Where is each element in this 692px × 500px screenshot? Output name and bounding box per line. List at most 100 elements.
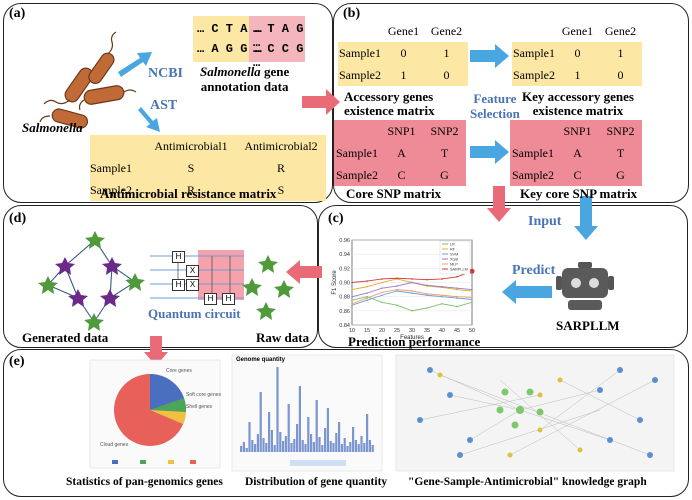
snp-header: SNP2 xyxy=(599,120,642,142)
panel-a-label: (a) xyxy=(9,6,26,21)
prediction-caption: Prediction performance xyxy=(348,334,481,349)
data-point xyxy=(456,305,458,308)
chart-x-tick-label: 40 xyxy=(439,328,445,334)
histogram-bar xyxy=(357,444,360,452)
gene-annotation-organism: Salmonella xyxy=(200,64,261,79)
accessory-gene-matrix: Gene1 Gene2 Sample1 0 1 Sample2 1 0 xyxy=(338,20,468,86)
gene-annotation-data: annotation data xyxy=(200,79,289,94)
data-point xyxy=(351,295,353,298)
amr-sample: Sample2 xyxy=(90,179,146,201)
amr-cell: S xyxy=(236,179,326,201)
amr-caption: Antimicrobial resistance matrix xyxy=(100,186,277,201)
legend-item: MLP xyxy=(450,263,458,267)
star-node xyxy=(85,231,105,249)
histogram-bar xyxy=(307,417,310,452)
data-point xyxy=(396,285,398,287)
histogram-bar xyxy=(315,400,318,452)
ncbi-label: NCBI xyxy=(148,66,184,81)
organism-label: Salmonella xyxy=(22,120,83,135)
ast-arrow xyxy=(138,107,160,132)
arrow-b-to-c-left xyxy=(487,186,511,222)
histogram-bar xyxy=(304,444,307,452)
gene-cell: 0 xyxy=(425,64,468,86)
star-node xyxy=(100,289,120,307)
histogram-bar xyxy=(329,441,332,452)
chart-x-tick-label: 50 xyxy=(469,328,475,334)
data-point xyxy=(366,285,368,288)
seq-row-1-right: … T A G … xyxy=(253,22,304,50)
histogram-bar xyxy=(282,441,285,452)
histogram-bar xyxy=(346,446,349,452)
data-point xyxy=(441,295,443,298)
raw-data-nodes xyxy=(242,255,294,320)
feature-selection-line1: Feature xyxy=(473,91,517,106)
data-point xyxy=(456,295,458,298)
histogram-bar xyxy=(251,440,254,452)
legend-item: LR xyxy=(450,243,455,247)
robot-icon xyxy=(556,262,614,310)
histogram-bar xyxy=(290,443,293,452)
arrow-a-to-b xyxy=(302,89,340,115)
data-point xyxy=(471,296,473,299)
quantum-circuit-label: Quantum circuit xyxy=(148,306,241,321)
raw-caption: Raw data xyxy=(256,330,310,345)
ncbi-arrow xyxy=(118,52,152,77)
histogram-bar xyxy=(270,430,273,452)
core-snp-matrix: SNP1 SNP2 Sample1 A T Sample2 C G xyxy=(334,120,466,186)
amr-cell: S xyxy=(146,157,236,179)
data-point xyxy=(456,288,458,291)
arrow-d-to-e xyxy=(144,336,168,366)
data-point xyxy=(411,290,413,292)
feature-selection-arrow-top xyxy=(470,44,509,68)
data-point xyxy=(366,297,368,299)
chart-y-tick-label: 0.84 xyxy=(339,323,350,329)
pan-genome-pie xyxy=(89,359,221,469)
amr-matrix: Antimicrobial1 Antimicrobial2 Sample1 S … xyxy=(90,135,326,201)
chart-y-tick-label: 0.88 xyxy=(339,295,350,301)
star-node xyxy=(258,255,278,273)
gene-cell: 0 xyxy=(556,42,599,64)
data-point xyxy=(426,307,428,309)
histogram-bar xyxy=(310,434,313,452)
star-node xyxy=(55,257,75,275)
accessory-caption-line1: Accessory genes xyxy=(344,89,434,104)
snp-header: SNP1 xyxy=(380,120,423,142)
gate-x1: X xyxy=(186,265,199,277)
histogram-bar xyxy=(324,428,327,452)
snp-cell: C xyxy=(556,164,599,186)
star-node xyxy=(84,313,104,331)
data-point xyxy=(351,288,353,291)
chart-y-tick-label: 0.96 xyxy=(339,238,350,244)
data-point xyxy=(456,276,458,278)
gene-header: Gene1 xyxy=(387,23,420,38)
data-point xyxy=(396,304,398,306)
gene-cell: 1 xyxy=(599,42,642,64)
data-point xyxy=(366,299,368,302)
bacterium-2 xyxy=(88,31,117,84)
histogram-bar xyxy=(284,436,287,452)
panel-d-label: (d) xyxy=(9,211,27,226)
histogram-bar xyxy=(296,424,299,452)
panel-c-label: (c) xyxy=(328,211,344,226)
legend-item: XGB xyxy=(450,258,458,262)
gene-header: Gene2 xyxy=(430,23,463,38)
histogram-bar xyxy=(318,437,321,452)
data-point xyxy=(456,297,458,299)
data-point xyxy=(351,299,353,302)
legend-item: SARPLLM xyxy=(450,268,468,272)
data-point xyxy=(471,298,473,301)
histogram-bar xyxy=(343,438,346,452)
histogram-bar xyxy=(256,434,259,452)
chart-y-tick-label: 0.86 xyxy=(339,309,350,315)
data-point xyxy=(441,302,443,305)
histogram-bar xyxy=(293,439,296,452)
data-point xyxy=(441,294,443,297)
histogram-bar xyxy=(287,404,290,452)
histogram-bar xyxy=(338,422,341,452)
histogram-bar xyxy=(321,445,324,452)
input-arrow xyxy=(574,196,598,240)
accessory-caption: Accessory genes existence matrix xyxy=(344,90,435,118)
histogram-bar xyxy=(242,442,245,452)
gene-header: Gene1 xyxy=(561,23,594,38)
bar-chart-title: Genome quantity xyxy=(236,357,286,363)
